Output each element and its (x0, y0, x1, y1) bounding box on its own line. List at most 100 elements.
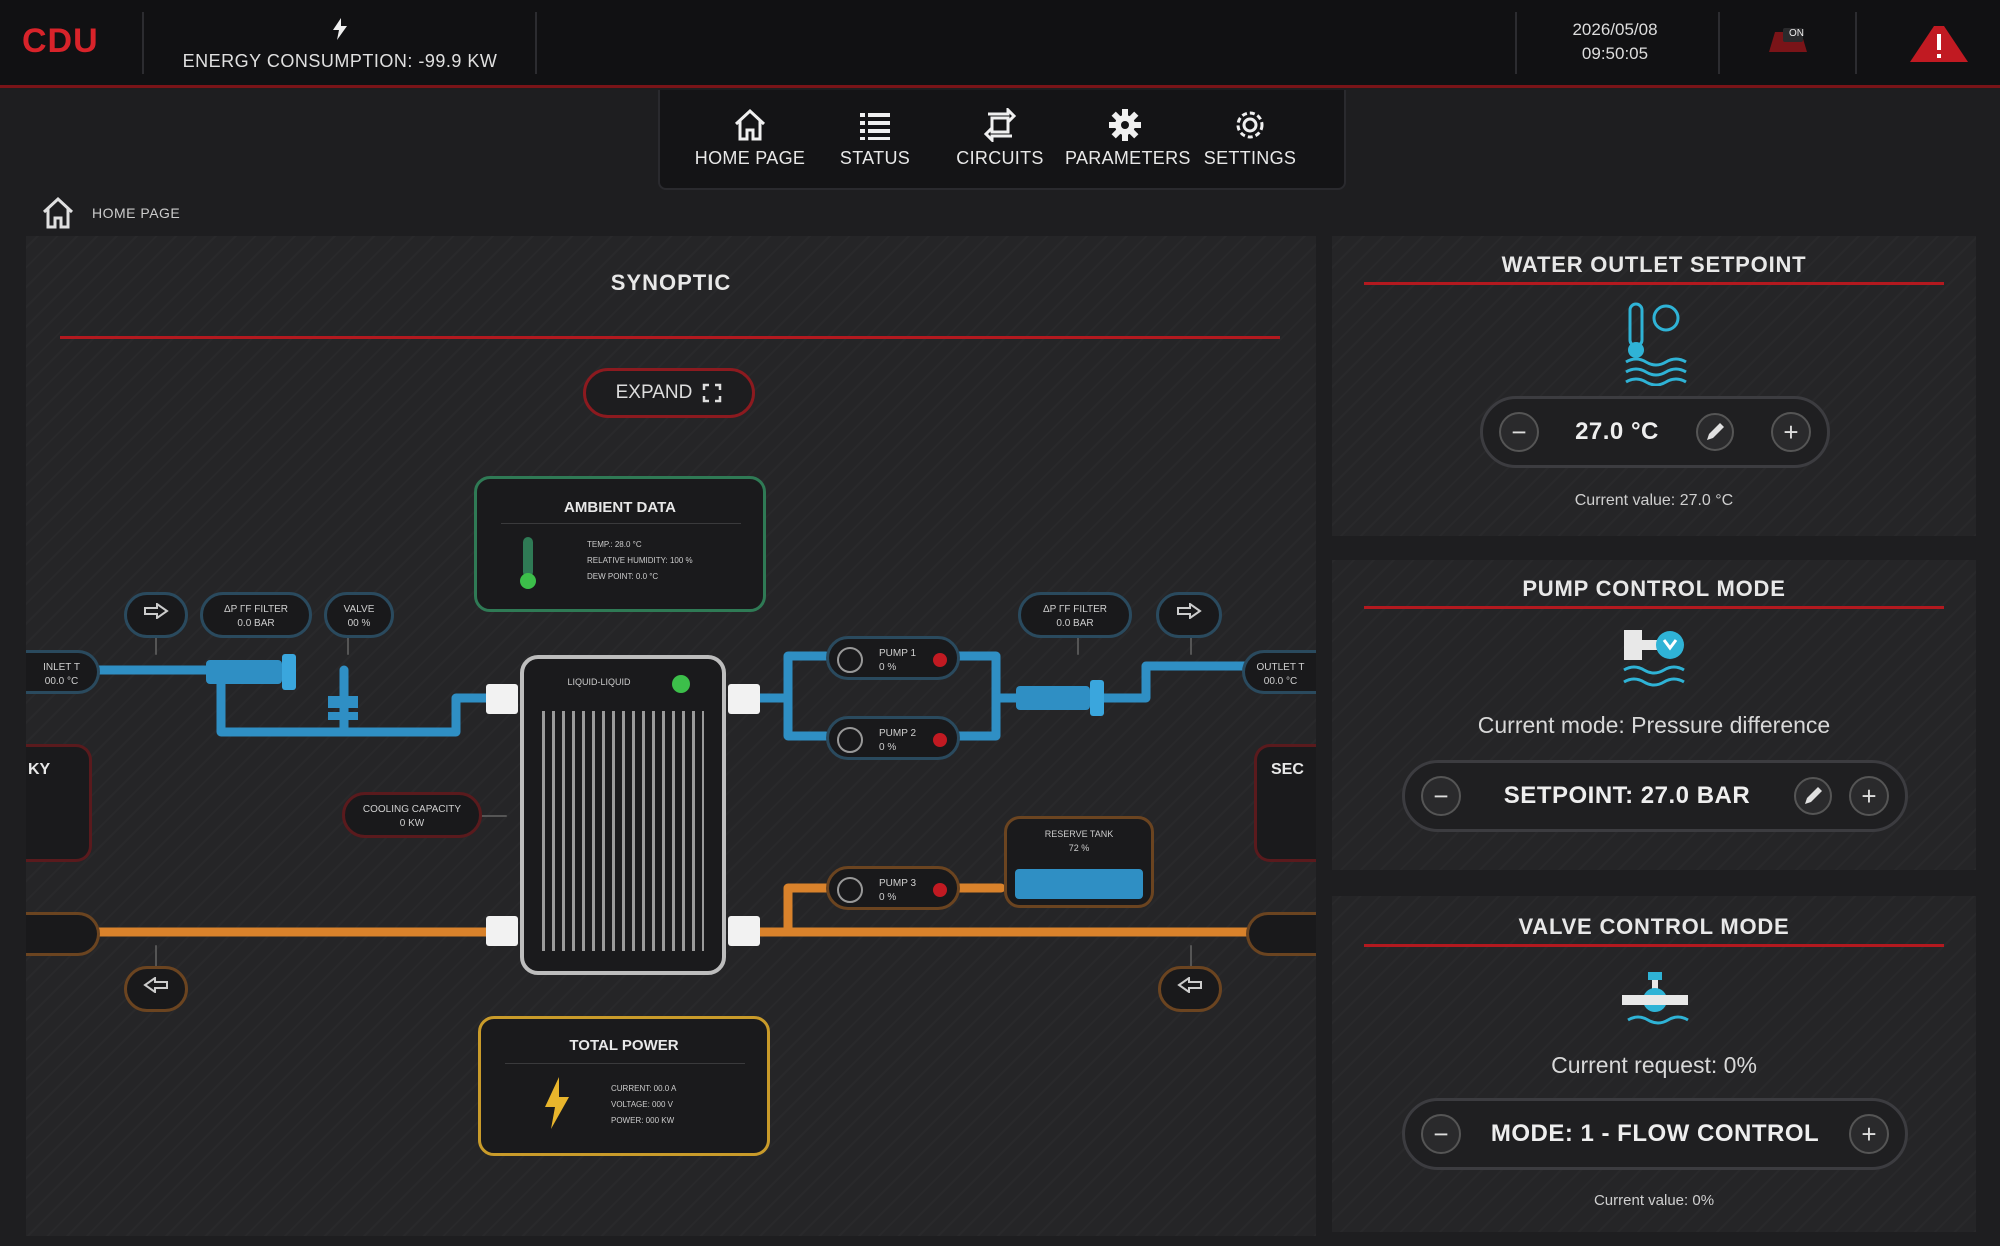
nav-settings[interactable]: SETTINGS (1190, 108, 1310, 169)
brand-logo: CDU (22, 22, 99, 60)
reserve-tank[interactable]: RESERVE TANK 72 % (1004, 816, 1154, 908)
pump-title: PUMP 3 (879, 878, 917, 889)
water-outlet-control: − 27.0 °C + (1480, 396, 1830, 468)
pump-2-badge[interactable]: PUMP 2 0 % (826, 716, 960, 760)
pump-1-badge[interactable]: PUMP 1 0 % (826, 636, 960, 680)
total-power-box[interactable]: TOTAL POWER CURRENT: 00.0 A VOLTAGE: 000… (478, 1016, 770, 1156)
circuits-icon (983, 108, 1017, 142)
ambient-data-box[interactable]: AMBIENT DATA TEMP.: 28.0 °C RELATIVE HUM… (474, 476, 766, 612)
secondary-side-box[interactable]: SEC (1254, 744, 1316, 862)
pump-setpoint-control: − SETPOINT: 27.0 BAR + (1402, 760, 1908, 832)
exchanger-port (486, 684, 518, 714)
reserve-tank-title: RESERVE TANK (1044, 829, 1114, 839)
valve-current-value: Current value: 0% (1593, 1192, 1715, 1209)
flow-direction-badge[interactable] (124, 592, 188, 638)
water-outlet-panel: WATER OUTLET SETPOINT − 27.0 °C + Curren… (1332, 236, 1976, 536)
pump-3-badge[interactable]: PUMP 3 0 % (826, 866, 960, 910)
valve-mode-value: MODE: 1 - FLOW CONTROL (1490, 1120, 1820, 1147)
nav-home-page[interactable]: HOME PAGE (690, 108, 810, 169)
exchanger-label: LIQUID-LIQUID (567, 677, 631, 687)
valve-request-text: Current request: 0% (1551, 1052, 1757, 1078)
ambient-readings: TEMP.: 28.0 °C RELATIVE HUMIDITY: 100 % … (587, 537, 693, 585)
expand-button[interactable]: EXPAND (583, 368, 755, 418)
datetime: 2026/05/08 09:50:05 (1535, 18, 1695, 66)
increase-button[interactable]: + (1848, 1114, 1889, 1154)
nav-circuits-label: CIRCUITS (956, 148, 1044, 168)
ambient-temp: TEMP.: 28.0 °C (587, 540, 642, 549)
breadcrumb-current: HOME PAGE (92, 205, 181, 221)
ambient-dew-point: DEW POINT: 0.0 °C (587, 572, 659, 581)
primary-side-box[interactable]: KY (26, 744, 92, 862)
valve-control-title: VALVE CONTROL MODE (1518, 914, 1790, 939)
pump-title: PUMP 2 (879, 728, 917, 739)
edit-icon[interactable] (1793, 776, 1833, 816)
alarm-button[interactable] (1904, 18, 1974, 69)
gear-icon (1109, 109, 1141, 141)
outlet-badge[interactable]: OUTLET T 00.0 °C (1242, 650, 1316, 694)
nav-home-page-label: HOME PAGE (694, 148, 806, 168)
divider (1855, 12, 1857, 74)
outlet-value: 00.0 °C (1263, 676, 1298, 687)
expand-icon (703, 383, 722, 403)
home-icon (734, 108, 766, 141)
edit-icon[interactable] (1695, 412, 1735, 452)
increase-button[interactable]: + (1848, 776, 1889, 816)
decrease-button[interactable]: − (1421, 776, 1461, 816)
valve-title: VALVE (343, 604, 375, 615)
nav-status[interactable]: STATUS (815, 108, 935, 169)
thermometer-icon (520, 537, 536, 589)
divider (1718, 12, 1720, 74)
water-outlet-current: Current value: 27.0 °C (1574, 492, 1734, 509)
return-outlet-badge[interactable] (1246, 912, 1316, 956)
divider (505, 1063, 745, 1064)
return-inlet-badge[interactable] (26, 912, 100, 956)
filter-title: ΔP ΓF FILTER (223, 604, 289, 615)
pump-control-title: PUMP CONTROL MODE (1522, 576, 1786, 601)
lightning-icon (333, 18, 347, 40)
outlet-title: OUTLET T (1256, 662, 1305, 673)
flow-direction-badge[interactable] (1158, 966, 1222, 1012)
pump-value: 0 % (879, 892, 897, 903)
pump-icon (837, 877, 863, 903)
filter-badge-left[interactable]: ΔP ΓF FILTER 0.0 BAR (200, 592, 312, 638)
increase-button[interactable]: + (1771, 412, 1811, 452)
arrow-right-icon (144, 602, 169, 620)
flow-direction-badge[interactable] (1156, 592, 1222, 638)
status-indicator[interactable]: ON (1765, 22, 1811, 63)
secondary-side-title: SEC (1271, 761, 1304, 778)
title-divider (60, 336, 1280, 339)
nav-settings-label: SETTINGS (1203, 148, 1297, 168)
pump-setpoint-actions: + (1793, 776, 1889, 816)
power-current: CURRENT: 00.0 A (611, 1084, 677, 1093)
valve-value: 00 % (347, 618, 371, 629)
alarm-icon (1910, 26, 1968, 62)
inlet-badge[interactable]: INLET T 00.0 °C (26, 650, 100, 694)
ambient-title: AMBIENT DATA (564, 499, 676, 516)
filter-title: ΔP ΓF FILTER (1042, 604, 1108, 615)
valve-badge[interactable]: VALVE 00 % (324, 592, 394, 638)
pump-icon (837, 647, 863, 673)
nav-parameters[interactable]: PARAMETERS (1065, 108, 1190, 169)
flow-direction-badge[interactable] (124, 966, 188, 1012)
pump-value: 0 % (879, 662, 897, 673)
filter-value: 0.0 BAR (237, 618, 275, 629)
total-power-title: TOTAL POWER (569, 1037, 679, 1054)
list-icon (860, 113, 890, 140)
status-on-label: ON (1789, 28, 1804, 39)
decrease-button[interactable]: − (1499, 412, 1539, 452)
exchanger-status-led (672, 675, 690, 693)
pump-status-led (933, 653, 947, 667)
nav-circuits[interactable]: CIRCUITS (940, 108, 1060, 169)
decrease-button[interactable]: − (1421, 1114, 1461, 1154)
exchanger-port (728, 916, 760, 946)
heat-exchanger[interactable]: LIQUID-LIQUID (520, 655, 726, 975)
cooling-capacity-badge[interactable]: COOLING CAPACITY 0 KW (342, 792, 482, 838)
top-bar: CDU ENERGY CONSUMPTION: -99.9 KW 2026/05… (0, 0, 2000, 88)
pump-icon (1623, 630, 1685, 687)
title-divider (1364, 944, 1944, 947)
water-outlet-value: 27.0 °C (1575, 418, 1659, 445)
pump-mode-text: Current mode: Pressure difference (1477, 712, 1831, 738)
tank-water-level (1015, 869, 1143, 899)
filter-badge-right[interactable]: ΔP ΓF FILTER 0.0 BAR (1018, 592, 1132, 638)
home-icon[interactable] (40, 196, 76, 230)
